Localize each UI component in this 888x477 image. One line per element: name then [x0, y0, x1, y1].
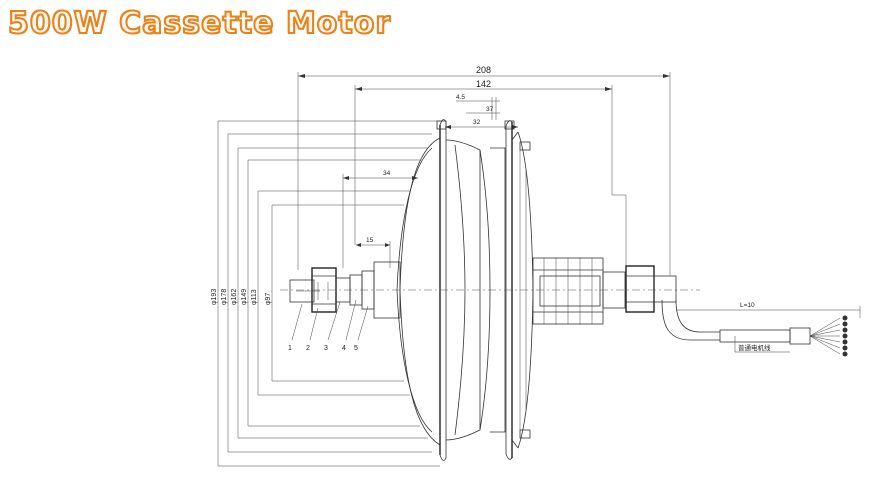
dim-offset-b: 37 [486, 106, 494, 113]
dim-flange: 32 [473, 119, 481, 126]
diameter-193: φ193 [211, 289, 218, 305]
cable-length-label: L=10 [740, 302, 755, 309]
cable: L=10 普通电机线 [661, 299, 861, 357]
part-leaders: 1 2 3 4 5 [288, 299, 369, 352]
dimension-small-offsets: 4.5 37 32 [445, 94, 518, 129]
dim-inner-label: 142 [476, 79, 491, 89]
dim-axle-small: 15 [366, 237, 374, 244]
dim-overall-label: 208 [476, 65, 491, 75]
part-number-1: 1 [288, 345, 292, 352]
part-number-3: 3 [324, 345, 328, 352]
diameter-outlines [217, 120, 440, 467]
diameter-162: φ162 [231, 289, 238, 305]
diameter-labels: φ193 φ178 φ162 φ149 φ113 φ97 [211, 289, 272, 305]
diameter-113: φ113 [251, 289, 258, 305]
cable-note: 普通电机线 [738, 343, 771, 352]
dim-offset-a: 4.5 [456, 94, 465, 101]
right-axle [532, 194, 677, 325]
dim-shoulder: 34 [383, 170, 391, 177]
dimension-142: 142 [354, 79, 613, 245]
dimension-34: 34 [342, 170, 418, 268]
diameter-178: φ178 [221, 289, 228, 305]
dimension-15: 15 [356, 237, 391, 268]
part-number-4: 4 [342, 345, 346, 352]
page-title: 500W Cassette Motor [7, 5, 392, 42]
hub-shell [396, 119, 534, 461]
dimension-208: 208 [297, 65, 671, 275]
part-number-5: 5 [354, 345, 358, 352]
diameter-149: φ149 [241, 289, 248, 305]
part-number-2: 2 [306, 345, 310, 352]
diameter-97: φ97 [265, 293, 272, 305]
